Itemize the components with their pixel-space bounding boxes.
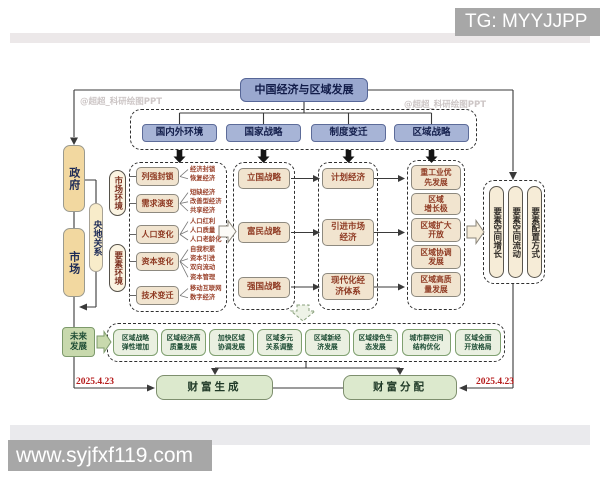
market-environment-label: 市场环境 — [109, 170, 126, 216]
sub-item: 短缺经济 — [190, 189, 216, 196]
economy-column-container — [318, 162, 378, 310]
future-outcome-coordination: 加快区域 协调发展 — [209, 329, 254, 356]
economy-box-planned: 计划经济 — [322, 168, 374, 189]
date-left: 2025.4.23 — [76, 377, 114, 387]
env-group-population: 人口变化 — [136, 225, 179, 244]
sub-item: 恢复经济 — [190, 175, 216, 183]
future-development-box: 未来 发展 — [62, 327, 95, 357]
sub-item: 双向流动 — [190, 264, 216, 272]
env-group-technology: 技术变迁 — [136, 286, 179, 305]
strategy-box-strengthening: 强国战略 — [238, 277, 290, 298]
regional-box-heavy-industry: 重工业优 先发展 — [411, 165, 461, 190]
env-group-capital: 资本变化 — [136, 252, 179, 271]
economy-box-modern-system: 现代化经 济体系 — [322, 273, 374, 300]
wealth-distribution-box: 财富分配 — [343, 375, 457, 400]
sub-item: 共享经济 — [190, 207, 216, 215]
future-to-outcomes-arrow — [96, 329, 112, 355]
env-subs-population: 人口红利 人口质量 人口老龄化 — [190, 217, 227, 245]
thick-down-arrows — [173, 150, 438, 163]
small-arrowheads — [70, 137, 517, 392]
sub-item: 人口老龄化 — [190, 236, 222, 244]
regional-column-container — [407, 160, 465, 310]
sub-item: 经济封锁 — [190, 166, 216, 173]
regional-box-high-quality: 区域高质 量发展 — [411, 272, 461, 297]
sub-item: 自我积累 — [190, 246, 216, 253]
wealth-generation-box: 财富生成 — [156, 375, 273, 400]
page-title: 中国经济与区域发展 — [240, 78, 368, 102]
strategy-column-container — [233, 162, 295, 310]
factor-box-regional-strategy: 区域战略 — [394, 124, 469, 142]
env-subs-technology: 移动互联网 数字经济 — [190, 284, 227, 302]
factor-box-environment: 国内外环境 — [142, 124, 217, 142]
date-right: 2025.4.23 — [476, 377, 514, 387]
future-outcome-pluralistic-relations: 区域多元 关系调整 — [257, 329, 302, 356]
sub-item: 改善型经济 — [190, 198, 222, 206]
future-outcome-green-ecology: 区域绿色生 态发展 — [353, 329, 398, 356]
regional-box-coordinated: 区域协调 发展 — [411, 245, 461, 269]
future-outcome-new-economy: 区域新经 济发展 — [305, 329, 350, 356]
strategy-box-enriching: 富民战略 — [238, 222, 290, 243]
env-subs-capital: 自我积累 资本引进 双向流动 资本管理 — [190, 245, 227, 282]
market-box: 市场 — [63, 228, 85, 297]
down-to-future-arrow — [289, 304, 317, 322]
future-outcome-open-pattern: 区域全面 开放格局 — [455, 329, 501, 356]
sub-item: 移动互联网 — [190, 285, 222, 292]
factor-box-institutional-change: 制度变迁 — [311, 124, 386, 142]
env-brace-fans — [179, 169, 189, 299]
top-edge-strip — [10, 33, 590, 43]
regional-to-factors-arrow — [466, 218, 485, 246]
website-watermark-overlay: www.syjfxf119.com — [8, 440, 212, 471]
env-subs-demand: 短缺经济 改善型经济 共享经济 — [190, 188, 227, 216]
sub-item: 人口质量 — [190, 227, 216, 235]
future-outcome-quality-economy: 区域经济高 质量发展 — [161, 329, 206, 356]
government-box: 政府 — [63, 145, 85, 212]
telegram-watermark-overlay: TG: MYYJJPP — [455, 8, 600, 36]
factor-outcome-spatial-growth: 要素空间增长 — [489, 186, 504, 278]
future-outcome-urban-cluster: 城市群空间 结构优化 — [402, 329, 451, 356]
regional-box-opening-up: 区域扩大 开放 — [411, 218, 461, 242]
regional-box-growth-pole: 区域 增长极 — [411, 193, 461, 215]
env-group-demand: 需求演变 — [136, 194, 179, 213]
sub-item: 数字经济 — [190, 294, 216, 302]
factor-environment-label: 要素环境 — [109, 244, 126, 292]
watermark-credit-right: @超超_科研绘图PPT — [404, 100, 487, 110]
sub-item: 资本引进 — [190, 255, 216, 263]
factor-box-national-strategy: 国家战略 — [226, 124, 301, 142]
watermark-credit-left: @超超_科研绘图PPT — [80, 97, 163, 107]
future-outcome-resilience: 区域战略 弹性增加 — [113, 329, 158, 356]
central-local-relations-box: 央地关系 — [89, 203, 103, 272]
env-left-ticks — [129, 176, 136, 296]
env-subs-blockade: 经济封锁 恢复经济 — [190, 165, 227, 183]
env-group-blockade: 列强封锁 — [136, 167, 179, 186]
economy-box-market: 引进市场 经济 — [322, 219, 374, 246]
strategy-box-founding: 立国战略 — [238, 168, 290, 189]
sub-item: 资本管理 — [190, 273, 216, 281]
sub-item: 人口红利 — [190, 218, 216, 225]
factor-outcome-spatial-flow: 要素空间流动 — [508, 186, 523, 278]
env-to-strategy-arrow — [218, 218, 237, 245]
factor-outcome-allocation-mode: 要素配置方式 — [527, 186, 542, 278]
